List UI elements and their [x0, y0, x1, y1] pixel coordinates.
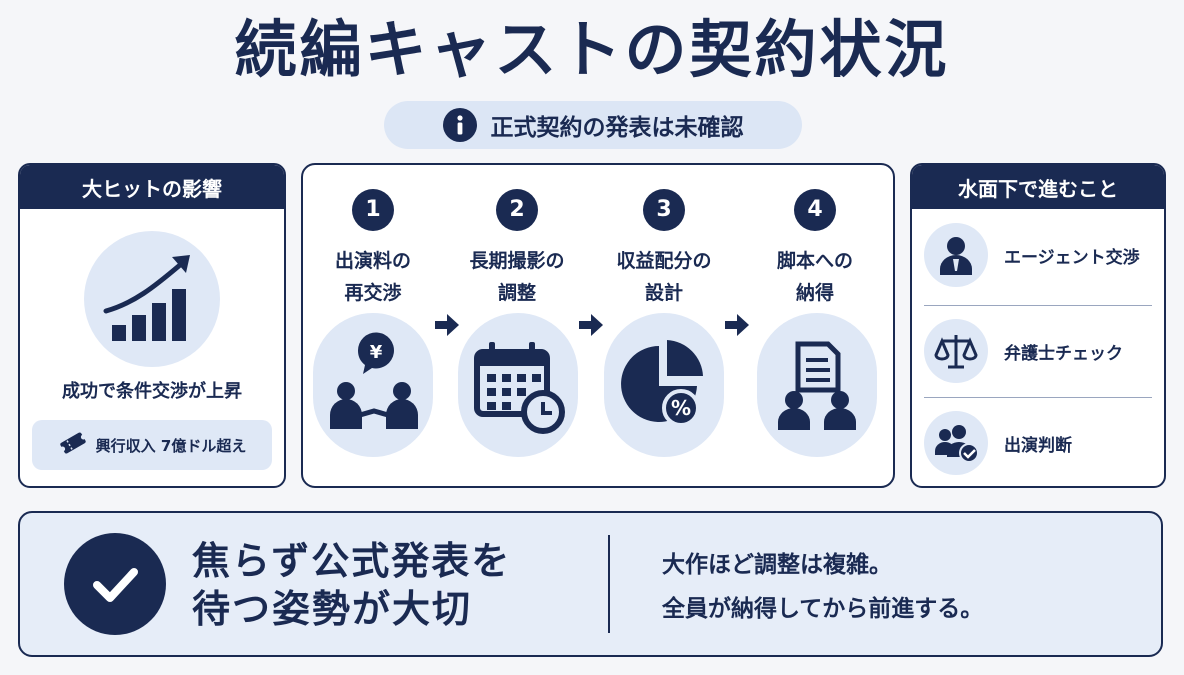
divider [924, 305, 1152, 306]
script-review-icon [757, 313, 877, 457]
divider [608, 535, 610, 633]
scales-icon [924, 319, 988, 383]
list-item: 出演判断 [912, 405, 1164, 481]
step-label: 出演料の再交渉 [334, 250, 411, 304]
list-item: エージェント交渉 [912, 217, 1164, 293]
notice-pill: 正式契約の発表は未確認 [384, 101, 802, 149]
list-item: 弁護士チェック [912, 313, 1164, 389]
calendar-clock-icon [458, 313, 578, 457]
step-label: 脚本への納得 [776, 250, 853, 304]
step-number: 1 [352, 189, 394, 231]
step-2: 2 長期撮影の調整 [447, 189, 587, 309]
list-item-label: 弁護士チェック [1004, 343, 1123, 364]
page-title: 続編キャストの契約状況 [234, 13, 950, 86]
box-office-badge: 興行収入 7億ドル超え [32, 420, 272, 470]
step-3: 3 収益配分の設計 [594, 189, 734, 309]
step-number: 2 [496, 189, 538, 231]
info-icon [442, 108, 477, 142]
list-item-label: エージェント交渉 [1004, 247, 1140, 268]
ticket-icon [58, 431, 88, 459]
conclusion-headline: 焦らず公式発表を 待つ姿勢が大切 [192, 539, 512, 631]
step-1: 1 出演料の再交渉 [303, 189, 443, 309]
behind-scenes-panel: 水面下で進むこと エージェント交渉 弁護士チェック 出演判断 [910, 163, 1166, 488]
svg-text:%: % [671, 396, 691, 420]
agent-icon [924, 223, 988, 287]
step-number: 3 [643, 189, 685, 231]
step-number: 4 [794, 189, 836, 231]
success-caption: 成功で条件交渉が上昇 [62, 381, 242, 402]
list-item-label: 出演判断 [1004, 435, 1072, 456]
arrow-right-icon [579, 314, 603, 336]
hit-impact-panel: 大ヒットの影響 成功で条件交渉が上昇 興行収入 7億ドル超え [18, 163, 286, 488]
step-label: 長期撮影の調整 [469, 250, 565, 304]
arrow-right-icon [435, 314, 459, 336]
arrow-right-icon [725, 314, 749, 336]
conclusion-note: 大作ほど調整は複雑。 全員が納得してから前進する。 [662, 552, 984, 622]
divider [924, 397, 1152, 398]
step-label: 収益配分の設計 [616, 250, 712, 304]
step-4: 4 脚本への納得 [745, 189, 885, 309]
steps-panel: 1 出演料の再交渉 2 長期撮影の調整 3 収益配分の設計 4 脚本への納得 ¥ [301, 163, 895, 488]
behind-scenes-header: 水面下で進むこと [912, 165, 1164, 209]
pie-chart-percent-icon: % [604, 313, 724, 457]
growth-chart-icon [84, 231, 220, 367]
negotiation-yen-icon: ¥ [313, 313, 433, 457]
checkmark-icon [64, 533, 166, 635]
svg-text:¥: ¥ [370, 342, 383, 363]
notice-text: 正式契約の発表は未確認 [490, 115, 744, 141]
hit-impact-header: 大ヒットの影響 [20, 165, 284, 209]
group-check-icon [924, 411, 988, 475]
conclusion-banner: 焦らず公式発表を 待つ姿勢が大切 大作ほど調整は複雑。 全員が納得してから前進す… [18, 511, 1163, 657]
box-office-text: 興行収入 7億ドル超え [95, 436, 247, 455]
